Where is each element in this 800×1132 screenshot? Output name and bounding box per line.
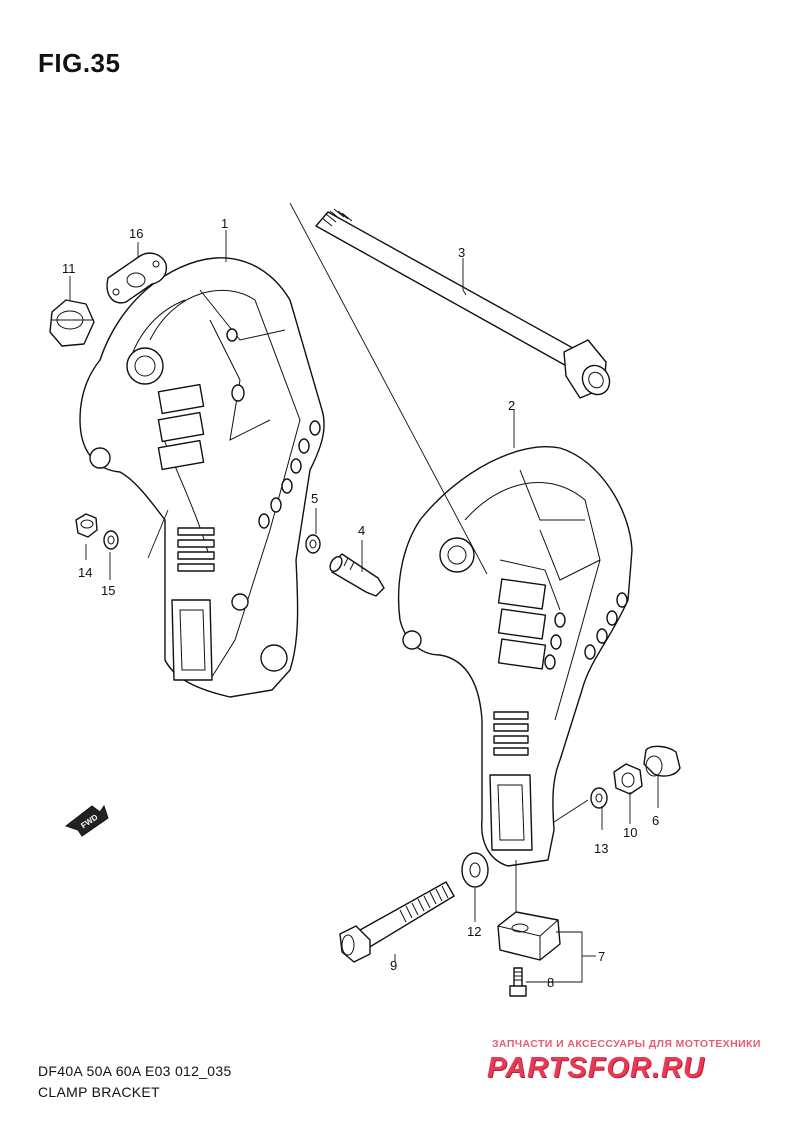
washer-5 [305,534,321,554]
callout-13: 13 [594,841,608,856]
washer-15 [103,530,119,550]
nut-14 [75,513,98,538]
callout-9: 9 [390,958,397,973]
callout-10: 10 [623,825,637,840]
fwd-arrow-icon: FWD [64,804,109,837]
model-code: DF40A 50A 60A E03 012_035 [38,1063,232,1079]
grip-ribs-right [493,711,529,756]
leader-lines [69,202,659,983]
callout-1: 1 [221,216,228,231]
callout-16: 16 [129,226,143,241]
tilt-holes-left [258,420,321,529]
callout-5: 5 [311,491,318,506]
callout-4: 4 [358,523,365,538]
callout-6: 6 [652,813,659,828]
spacer-7 [497,911,561,961]
pad-slots-left [157,383,205,471]
figure-title: FIG.35 [38,48,121,78]
bolt-9 [339,881,455,963]
grip-ribs-left [177,527,215,572]
callout-2: 2 [508,398,515,413]
callout-labels: 1 2 3 4 5 6 7 8 9 10 11 12 13 14 15 16 [62,216,659,990]
callout-7: 7 [598,949,605,964]
callout-12: 12 [467,924,481,939]
diagram-caption: CLAMP BRACKET [38,1084,160,1100]
nut-11 [49,299,95,347]
callout-8: 8 [547,975,554,990]
callout-14: 14 [78,565,92,580]
watermark-logo: PARTSFOR.RU [487,1052,705,1084]
callout-3: 3 [458,245,465,260]
pad-slots-right [497,578,547,670]
callout-11: 11 [62,261,76,276]
washer-12 [461,852,489,888]
plate-16 [106,252,168,304]
washer-13 [590,787,608,809]
pin-4 [329,553,385,597]
callout-15: 15 [101,583,115,598]
watermark-tagline: ЗАПЧАСТИ И АКСЕССУАРЫ ДЛЯ МОТОТЕХНИКИ [492,1038,761,1050]
tilt-holes-right [544,592,628,670]
thru-stud [315,208,611,399]
nut-10 [613,763,643,795]
clamp-bracket-left [79,257,325,698]
bushing-6 [643,745,681,777]
clamp-bracket-right [397,446,633,867]
screw-8 [509,967,527,997]
